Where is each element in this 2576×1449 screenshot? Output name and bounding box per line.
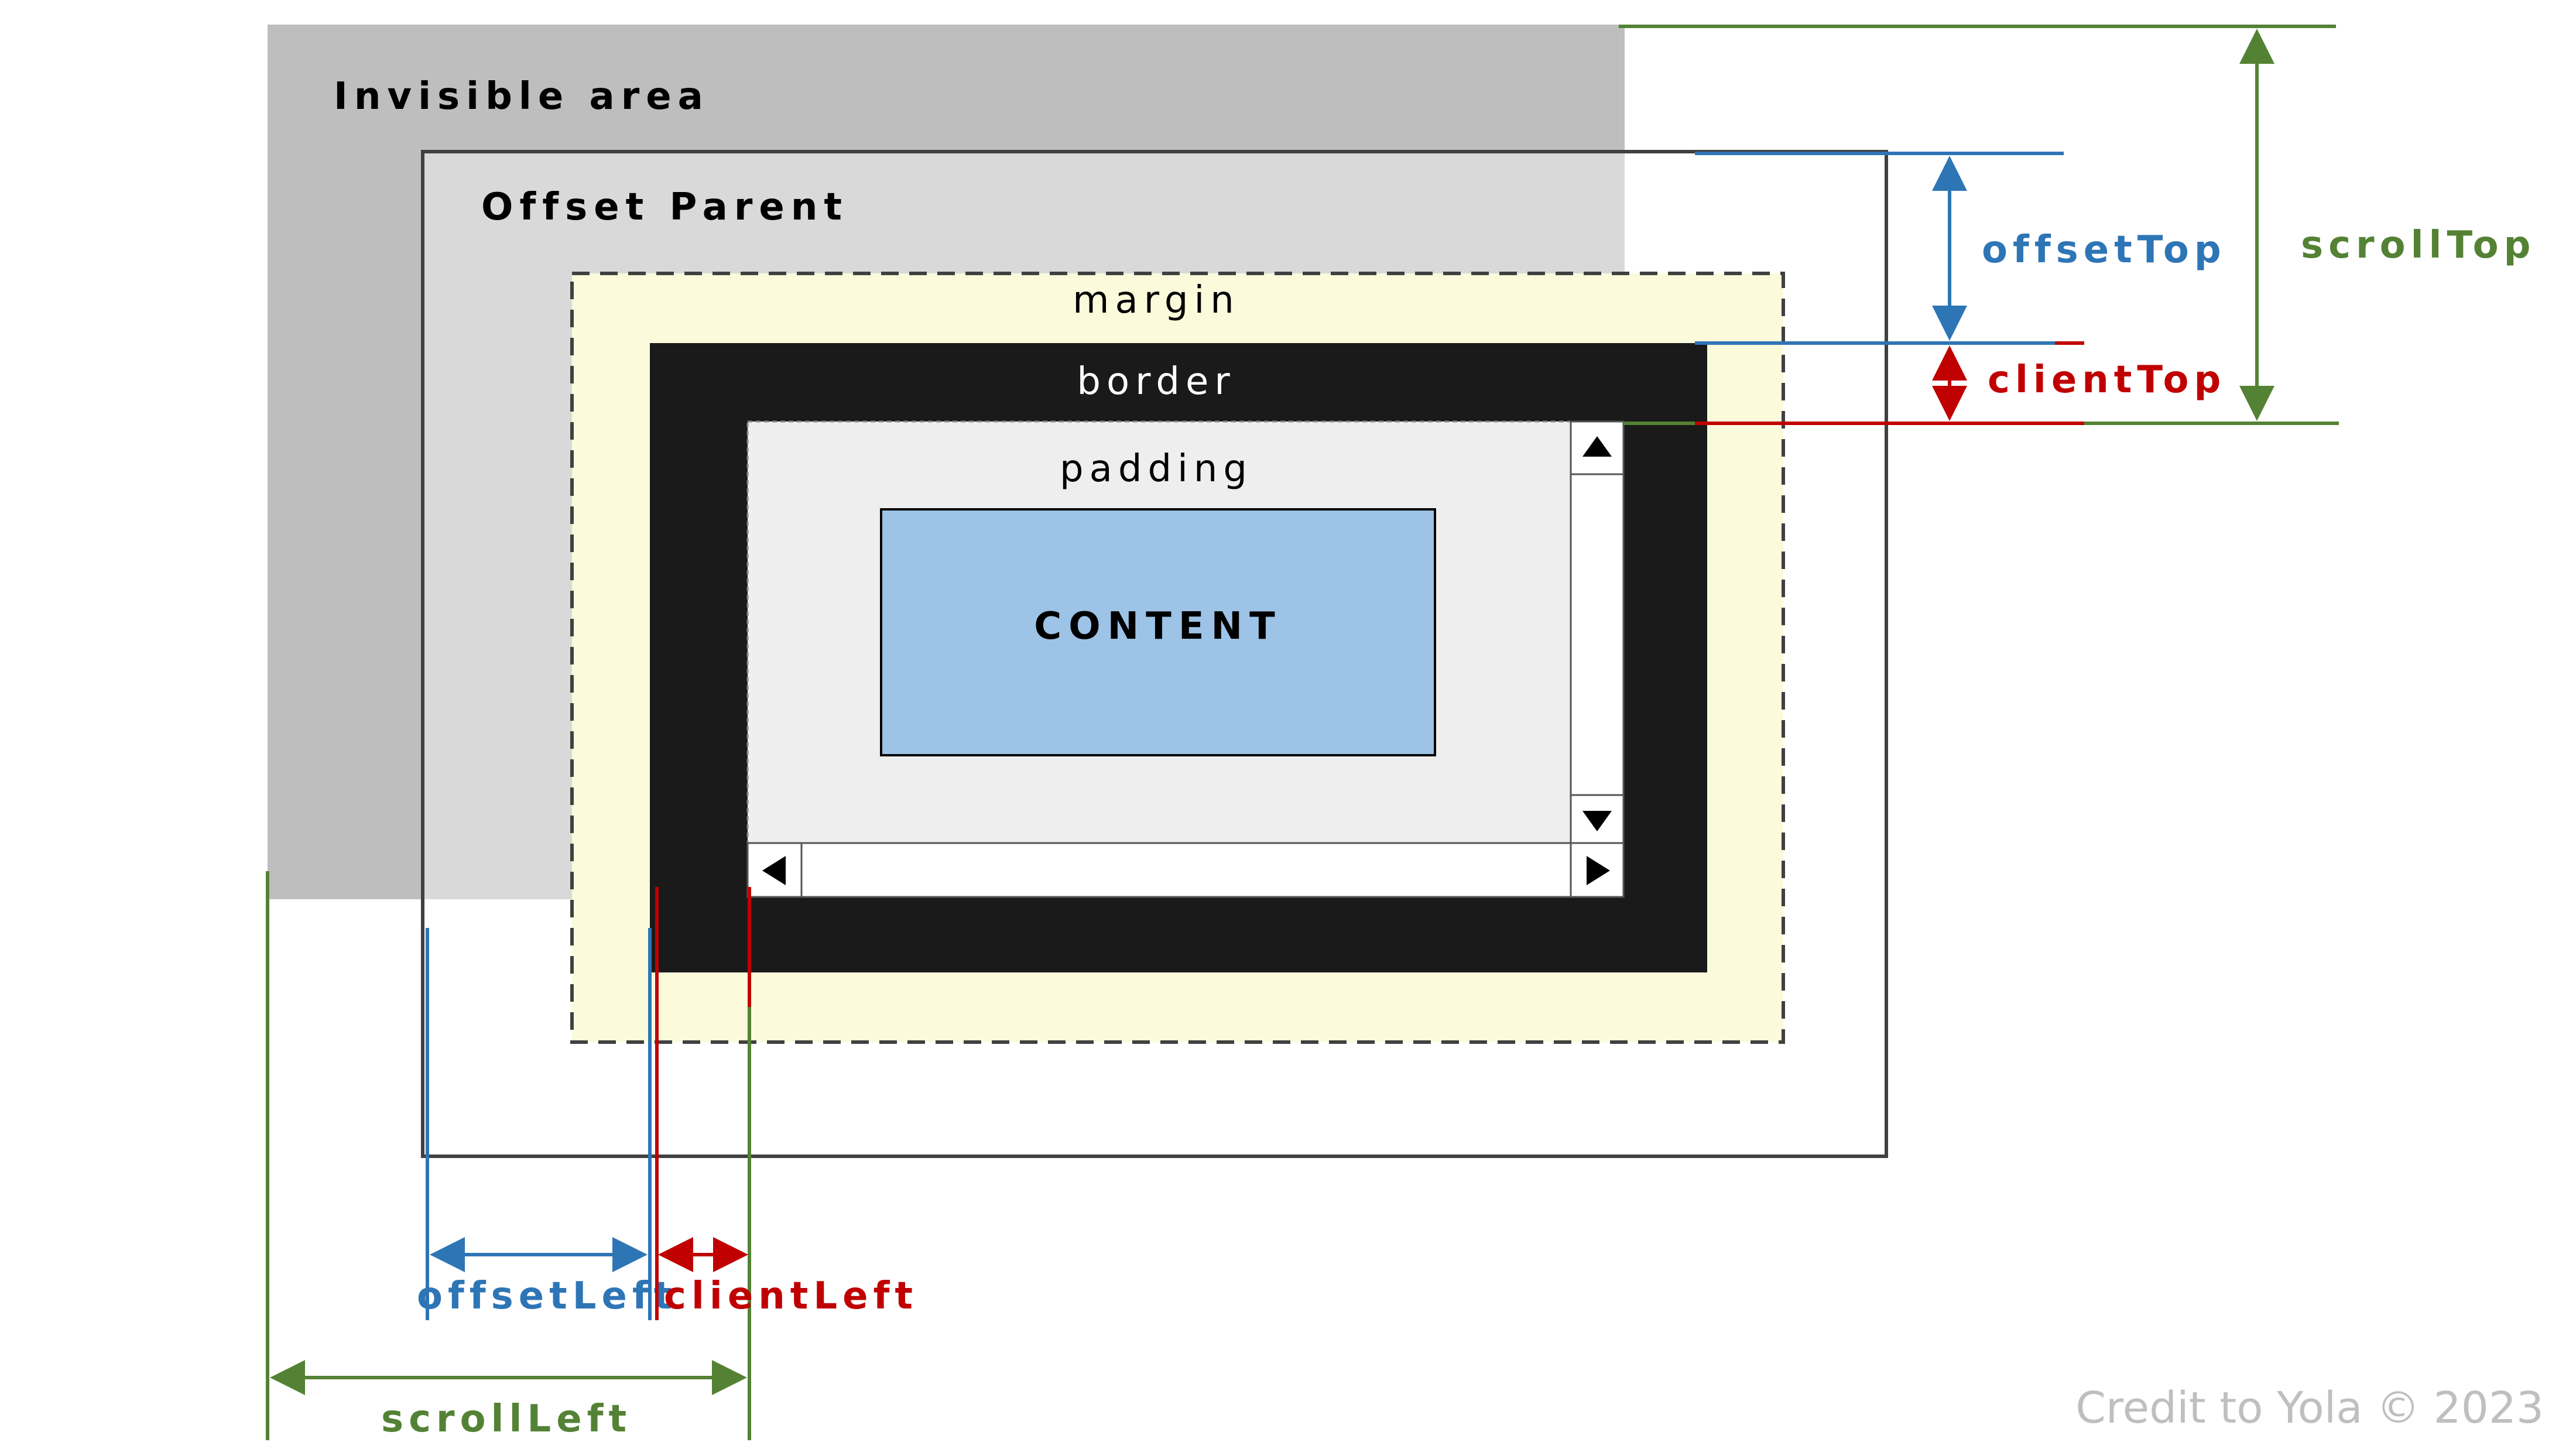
scroll-up-icon[interactable] [1582, 436, 1612, 457]
offset-parent-box [421, 150, 1888, 1158]
client-left-label: clientLeft [664, 1275, 918, 1318]
scroll-left-label: scrollLeft [381, 1397, 632, 1441]
offset-left-label: offsetLeft [417, 1275, 677, 1318]
vertical-scrollbar[interactable] [1570, 420, 1625, 844]
offset-parent-label: Offset Parent [481, 186, 848, 229]
border-label: border [1077, 360, 1235, 403]
invisible-area-label: Invisible area [334, 75, 710, 118]
scroll-top-label: scrollTop [2301, 224, 2536, 267]
margin-label: margin [1073, 279, 1240, 322]
client-top-label: clientTop [1988, 358, 2226, 402]
horizontal-scrollbar[interactable] [746, 842, 1625, 898]
scroll-left-icon[interactable] [762, 856, 786, 885]
credit-text: Credit to Yola © 2023 [2075, 1383, 2544, 1433]
scroll-right-icon[interactable] [1587, 856, 1610, 885]
padding-label: padding [1060, 447, 1253, 491]
offset-top-label: offsetTop [1982, 228, 2226, 272]
content-label: CONTENT [1034, 605, 1282, 648]
content-box [880, 508, 1436, 756]
scroll-down-icon[interactable] [1582, 811, 1612, 831]
